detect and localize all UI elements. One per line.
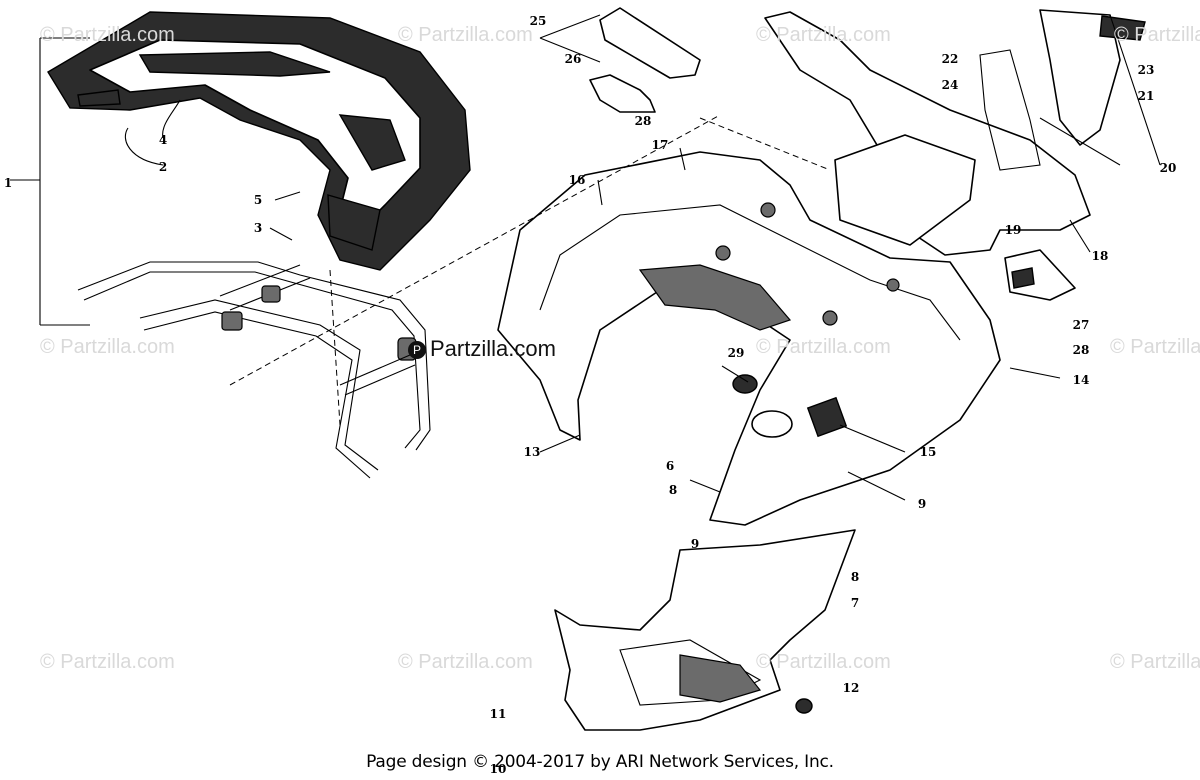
watermark-text: © Partzilla.com — [40, 24, 175, 46]
watermark-text: © Partzilla.com — [756, 336, 891, 358]
callout-18[interactable]: 18 — [1091, 249, 1109, 263]
callout-21[interactable]: 21 — [1137, 89, 1155, 103]
watermark-text: © Partzilla.com — [1110, 336, 1200, 358]
rack-tube-frame-drawing — [77, 261, 431, 479]
watermark-text: © Partzilla.com — [398, 651, 533, 673]
watermark-text: © Partzilla.com — [40, 651, 175, 673]
callout-16[interactable]: 16 — [568, 173, 586, 187]
callout-7[interactable]: 7 — [850, 596, 860, 610]
callout-8b[interactable]: 8 — [850, 570, 860, 584]
callout-26[interactable]: 26 — [564, 52, 582, 66]
watermark-text: © Partzilla.com — [1114, 24, 1200, 46]
callout-9b[interactable]: 9 — [690, 537, 700, 551]
callout-2[interactable]: 2 — [158, 160, 168, 174]
callout-14[interactable]: 14 — [1072, 373, 1090, 387]
callout-27[interactable]: 27 — [1072, 318, 1090, 332]
callout-13[interactable]: 13 — [523, 445, 541, 459]
brand-logo-icon: P — [408, 341, 426, 359]
bracket-drawing — [589, 7, 701, 113]
watermark-text: © Partzilla.com — [756, 651, 891, 673]
callout-29[interactable]: 29 — [727, 346, 745, 360]
callout-28[interactable]: 28 — [634, 114, 652, 128]
footwell-drawing — [554, 529, 856, 731]
callout-19[interactable]: 19 — [1004, 223, 1022, 237]
page-footer: Page design © 2004-2017 by ARI Network S… — [366, 752, 834, 772]
callout-9[interactable]: 9 — [917, 497, 927, 511]
watermark-text: © Partzilla.com — [1110, 651, 1200, 673]
callout-4[interactable]: 4 — [158, 133, 168, 147]
callout-20[interactable]: 20 — [1159, 161, 1177, 175]
callout-3[interactable]: 3 — [253, 221, 263, 235]
callout-8[interactable]: 8 — [668, 483, 678, 497]
watermark-text: © Partzilla.com — [40, 336, 175, 358]
rear-rack-drawing — [47, 11, 471, 271]
rear-fender-drawing — [497, 151, 1001, 526]
callout-28b[interactable]: 28 — [1072, 343, 1090, 357]
watermark-text: © Partzilla.com — [398, 24, 533, 46]
callout-24[interactable]: 24 — [941, 78, 959, 92]
callout-22[interactable]: 22 — [941, 52, 959, 66]
callout-12[interactable]: 12 — [842, 681, 860, 695]
callout-10[interactable]: 10 — [489, 762, 507, 776]
watermark-text: © Partzilla.com — [756, 24, 891, 46]
callout-11[interactable]: 11 — [489, 707, 507, 721]
brand-text: Partzilla.com — [430, 336, 556, 361]
callout-5[interactable]: 5 — [253, 193, 263, 207]
callout-25[interactable]: 25 — [529, 14, 547, 28]
rear-storage-drawing — [764, 9, 1146, 301]
callout-23[interactable]: 23 — [1137, 63, 1155, 77]
leader-lines — [10, 14, 1161, 501]
callout-15[interactable]: 15 — [919, 445, 937, 459]
callout-1[interactable]: 1 — [3, 176, 13, 190]
callout-17[interactable]: 17 — [651, 138, 669, 152]
callout-6[interactable]: 6 — [665, 459, 675, 473]
